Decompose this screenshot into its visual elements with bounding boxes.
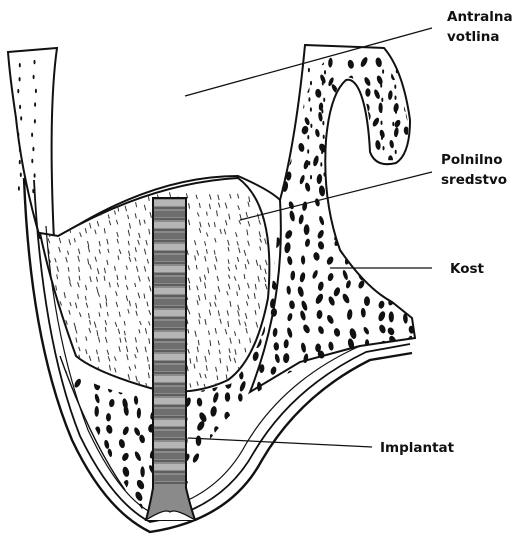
label-kost: Kost [450, 261, 485, 277]
label-implantat: Implantat [380, 440, 455, 456]
label-antralna-votlina-line2: votlina [447, 29, 500, 45]
label-antralna-votlina-line1: Antralna [447, 9, 513, 25]
label-polnilno-sredstvo-line2: sredstvo [441, 172, 507, 188]
label-polnilno-sredstvo-line1: Polnilno [441, 152, 503, 168]
